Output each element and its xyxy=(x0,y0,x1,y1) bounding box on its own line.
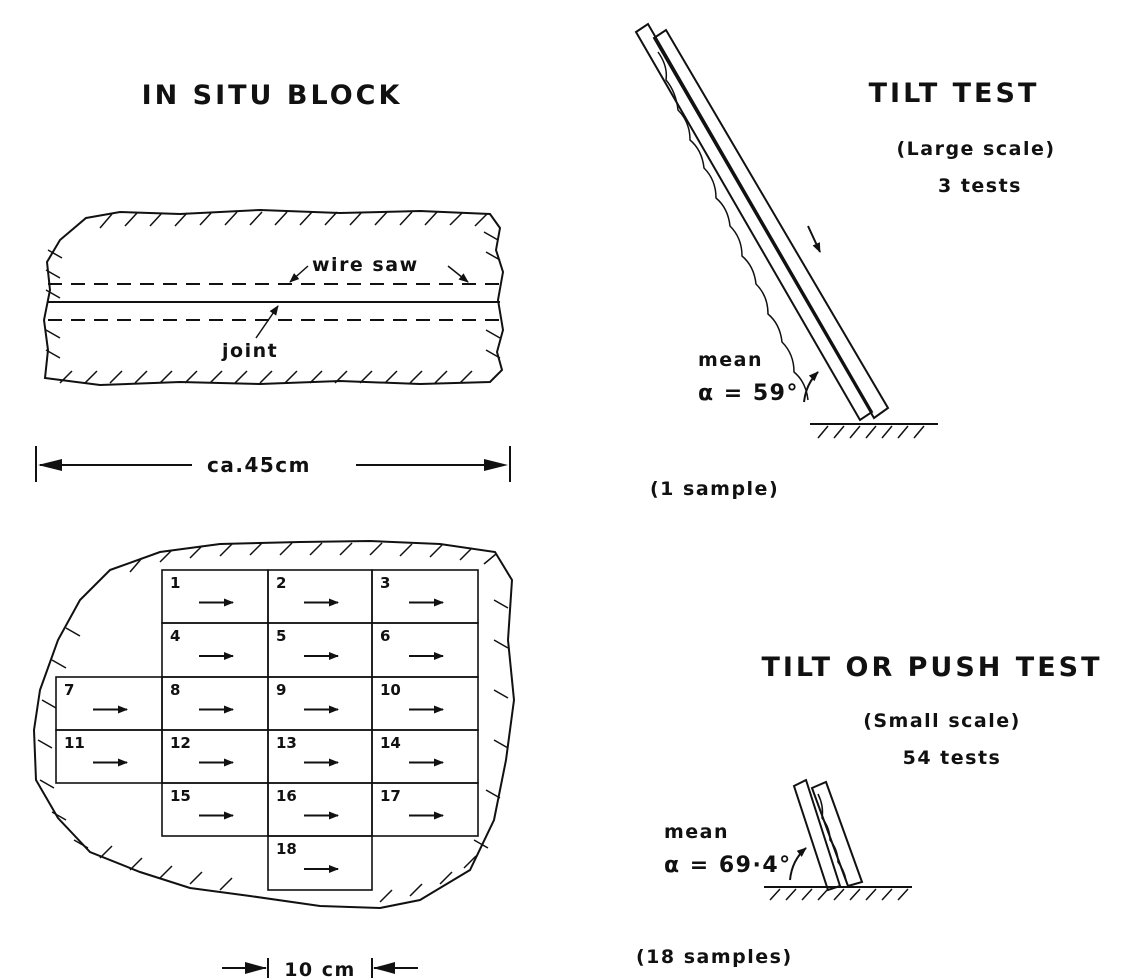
sample-cell-11: 11 xyxy=(55,729,163,784)
sample-number: 2 xyxy=(276,574,286,592)
sample-number: 18 xyxy=(276,840,297,858)
cell-width-label: 10 cm xyxy=(284,959,356,978)
sample-cell-8: 8 xyxy=(161,676,269,731)
sample-number: 3 xyxy=(380,574,390,592)
tilt-push-test-scale: (Small scale) xyxy=(863,710,1021,732)
sample-number: 15 xyxy=(170,787,191,805)
block-width-dimension xyxy=(35,446,511,482)
sample-number: 14 xyxy=(380,734,401,752)
cell-width-dimension xyxy=(222,958,418,978)
sample-cell-4: 4 xyxy=(161,622,269,678)
in-situ-block-plan-view xyxy=(32,539,516,910)
sample-number: 13 xyxy=(276,734,297,752)
sample-cell-7: 7 xyxy=(55,676,163,731)
sample-number: 8 xyxy=(170,681,180,699)
tilt-test-count: 3 tests xyxy=(938,175,1022,197)
in-situ-title: IN SITU BLOCK xyxy=(142,80,403,111)
tilt-push-test-title: TILT OR PUSH TEST xyxy=(761,652,1102,683)
sample-cell-10: 10 xyxy=(371,676,479,731)
large-tilt-angle-arc xyxy=(803,371,819,403)
small-tilt-angle-arc xyxy=(789,847,807,881)
tilt-test-alpha: α = 59° xyxy=(698,381,799,406)
joint-arrow xyxy=(255,305,279,339)
tilt-test-scale: (Large scale) xyxy=(896,138,1055,160)
wire-saw-label: wire saw xyxy=(312,254,419,276)
sample-cell-14: 14 xyxy=(371,729,479,784)
tilt-push-test-alpha: α = 69·4° xyxy=(664,853,792,878)
sample-number: 12 xyxy=(170,734,191,752)
sample-cell-2: 2 xyxy=(267,569,373,624)
block-width-label: ca.45cm xyxy=(207,453,311,477)
wire-saw-arrow-left xyxy=(289,265,309,283)
sample-number: 4 xyxy=(170,627,180,645)
joint-label: joint xyxy=(221,340,278,362)
small-tilt-ground xyxy=(764,886,912,901)
wire-saw-arrow-right xyxy=(447,265,469,283)
sample-cell-16: 16 xyxy=(267,782,373,837)
sample-number: 1 xyxy=(170,574,180,592)
sample-number: 10 xyxy=(380,681,401,699)
sample-number: 7 xyxy=(64,681,74,699)
tilt-test-mean: mean xyxy=(698,349,763,371)
sample-cell-5: 5 xyxy=(267,622,373,678)
sample-number: 17 xyxy=(380,787,401,805)
sample-cell-18: 18 xyxy=(267,835,373,891)
tilt-push-test-mean: mean xyxy=(664,821,729,843)
sample-cell-15: 15 xyxy=(161,782,269,837)
sample-cell-13: 13 xyxy=(267,729,373,784)
sample-cell-6: 6 xyxy=(371,622,479,678)
sample-cell-3: 3 xyxy=(371,569,479,624)
tilt-test-samples: (1 sample) xyxy=(650,478,779,500)
large-tilt-ground xyxy=(810,423,938,439)
sample-number: 16 xyxy=(276,787,297,805)
small-tilt-specimen xyxy=(792,778,864,892)
sample-cell-17: 17 xyxy=(371,782,479,837)
large-tilt-specimen xyxy=(634,22,890,422)
sample-number: 11 xyxy=(64,734,85,752)
tilt-push-test-count: 54 tests xyxy=(903,747,1002,769)
sample-number: 6 xyxy=(380,627,390,645)
sample-number: 9 xyxy=(276,681,286,699)
sample-cell-9: 9 xyxy=(267,676,373,731)
tilt-push-test-samples: (18 samples) xyxy=(636,946,793,968)
sample-cell-12: 12 xyxy=(161,729,269,784)
sample-number: 5 xyxy=(276,627,286,645)
in-situ-block-side-view xyxy=(42,208,505,387)
sample-cell-1: 1 xyxy=(161,569,269,624)
tilt-test-title: TILT TEST xyxy=(869,78,1040,109)
